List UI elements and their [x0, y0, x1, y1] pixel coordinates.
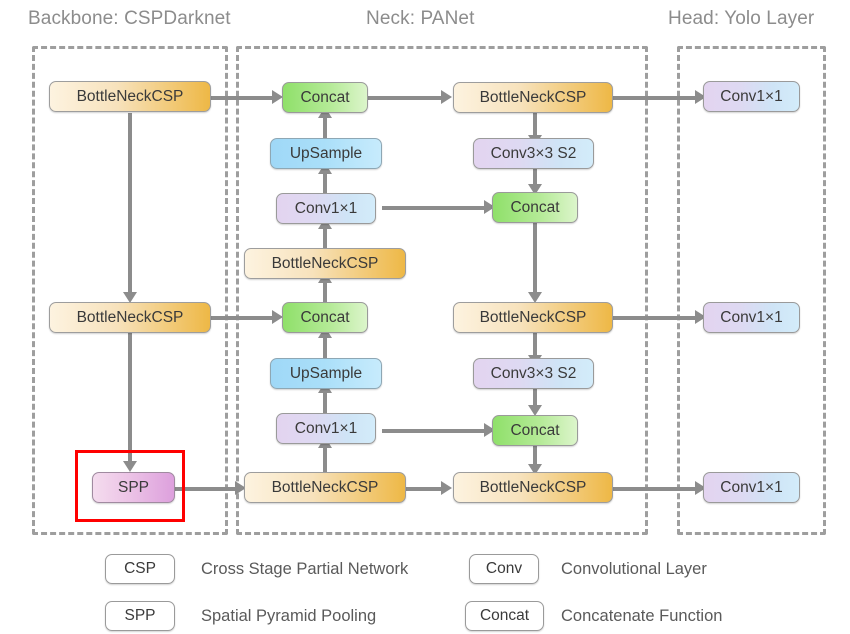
connector-conv2-upsample2 [323, 388, 327, 414]
neck-group-container [236, 46, 648, 535]
backbone-group-container [32, 46, 228, 535]
neck-section-title: Neck: PANet [366, 8, 475, 29]
legend-swatch-concat: Concat [465, 601, 544, 631]
connector-neckcsp4-conv3b [533, 333, 537, 357]
arrowhead-neckcsp4-headconv2 [695, 310, 706, 324]
connector-conv3a-concat3 [533, 169, 537, 187]
arrowhead-conv3b-concat4 [528, 405, 542, 416]
legend-label-concat: Concatenate Function [561, 607, 723, 625]
connector-neckcsp1-conv1 [323, 224, 327, 250]
arrowhead-csp1-concat1 [272, 90, 283, 104]
node-neck-bottleneckcsp-2[interactable]: BottleNeckCSP [244, 472, 406, 503]
legend-label-spp: Spatial Pyramid Pooling [201, 607, 377, 625]
node-neck-bottleneckcsp-5[interactable]: BottleNeckCSP [453, 472, 613, 503]
connector-csp1-concat1 [211, 96, 274, 100]
arrowhead-neckcsp3-headconv1 [695, 90, 706, 104]
legend-swatch-conv: Conv [469, 554, 539, 584]
arrowhead-backbone-csp1-csp2 [123, 292, 137, 303]
node-neck-upsample-1[interactable]: UpSample [270, 138, 382, 169]
arrowhead-neckcsp2-neckcsp5 [441, 481, 452, 495]
arrowhead-neckcsp5-headconv3 [695, 481, 706, 495]
node-neck-bottleneckcsp-3[interactable]: BottleNeckCSP [453, 82, 613, 113]
node-backbone-bottleneckcsp-1[interactable]: BottleNeckCSP [49, 81, 211, 112]
legend-label-csp: Cross Stage Partial Network [201, 560, 409, 578]
legend-swatch-csp: CSP [105, 554, 175, 584]
connector-backbone-csp1-csp2 [128, 113, 132, 292]
arrowhead-csp2-concat2 [272, 310, 283, 324]
connector-concat3-neckcsp4 [533, 223, 537, 294]
connector-csp2-concat2 [211, 316, 274, 320]
node-neck-concat-3[interactable]: Concat [492, 192, 578, 223]
connector-conv1-upsample1 [323, 169, 327, 195]
node-neck-bottleneckcsp-4[interactable]: BottleNeckCSP [453, 302, 613, 333]
arrowhead-conv3a-concat3 [528, 184, 542, 195]
head-group-container [677, 46, 826, 535]
connector-upsample1-concat1 [323, 113, 327, 140]
connector-neckcsp2-conv2 [323, 443, 327, 473]
connector-spp-neckcsp2 [175, 487, 237, 491]
connector-neckcsp3-conv3a [533, 113, 537, 137]
legend-swatch-spp: SPP [105, 601, 175, 631]
connector-conv2-concat4 [382, 429, 486, 433]
node-neck-concat-1[interactable]: Concat [282, 82, 368, 113]
backbone-section-title: Backbone: CSPDarknet [28, 8, 231, 29]
arrowhead-spp-neckcsp2 [235, 481, 246, 495]
arrowhead-conv1-concat3 [484, 200, 495, 214]
connector-conv1-concat3 [382, 206, 486, 210]
node-neck-bottleneckcsp-1[interactable]: BottleNeckCSP [244, 248, 406, 279]
node-neck-upsample-2[interactable]: UpSample [270, 358, 382, 389]
connector-neckcsp4-headconv2 [613, 316, 697, 320]
node-neck-conv3x3s2-2[interactable]: Conv3×3 S2 [473, 358, 594, 389]
node-neck-conv1x1-2[interactable]: Conv1×1 [276, 413, 376, 444]
node-head-conv1x1-3[interactable]: Conv1×1 [703, 472, 800, 503]
arrowhead-backbone-csp2-spp [123, 461, 137, 472]
arrowhead-conv2-concat4 [484, 423, 495, 437]
node-head-conv1x1-2[interactable]: Conv1×1 [703, 302, 800, 333]
connector-neckcsp3-headconv1 [613, 96, 697, 100]
connector-concat4-neckcsp5 [533, 446, 537, 471]
arrowhead-concat1-neckcsp3 [441, 90, 452, 104]
node-neck-concat-4[interactable]: Concat [492, 415, 578, 446]
connector-neckcsp5-headconv3 [613, 487, 697, 491]
spp-highlight-box [75, 450, 185, 522]
connector-backbone-csp2-spp [128, 333, 132, 461]
connector-concat2-neckcsp1 [323, 278, 327, 304]
node-neck-conv1x1-1[interactable]: Conv1×1 [276, 193, 376, 224]
node-backbone-bottleneckcsp-2[interactable]: BottleNeckCSP [49, 302, 211, 333]
head-section-title: Head: Yolo Layer [668, 8, 815, 29]
node-head-conv1x1-1[interactable]: Conv1×1 [703, 81, 800, 112]
legend-label-conv: Convolutional Layer [561, 560, 707, 578]
node-neck-conv3x3s2-1[interactable]: Conv3×3 S2 [473, 138, 594, 169]
connector-neckcsp2-neckcsp5 [406, 487, 443, 491]
connector-upsample2-concat2 [323, 333, 327, 359]
arrowhead-concat3-neckcsp4 [528, 292, 542, 303]
connector-concat1-neckcsp3 [368, 96, 443, 100]
arrowhead-concat4-neckcsp5 [528, 464, 542, 475]
connector-conv3b-concat4 [533, 389, 537, 407]
node-backbone-spp[interactable]: SPP [92, 472, 175, 503]
node-neck-concat-2[interactable]: Concat [282, 302, 368, 333]
